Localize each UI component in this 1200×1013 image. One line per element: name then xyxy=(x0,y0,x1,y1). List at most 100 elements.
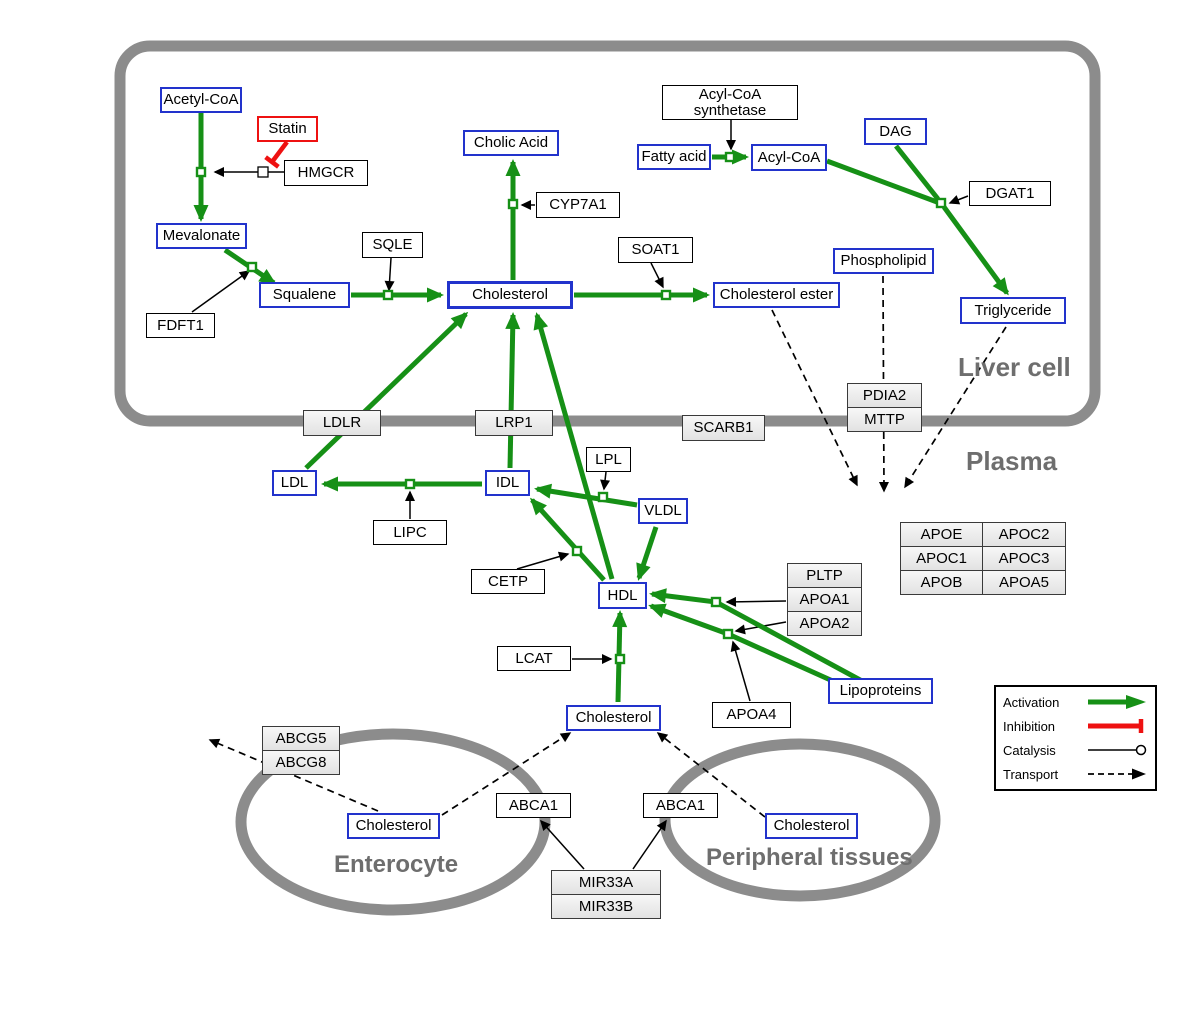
node-fdft1[interactable]: FDFT1 xyxy=(146,313,215,338)
node-cetp[interactable]: CETP xyxy=(471,569,545,594)
node-cholic-acid[interactable]: Cholic Acid xyxy=(463,130,559,156)
edge-cetp-catalysis xyxy=(516,551,570,570)
node-phospholipid[interactable]: Phospholipid xyxy=(833,248,934,274)
legend-transport-label: Transport xyxy=(1003,766,1059,782)
legend-activation-label: Activation xyxy=(1003,694,1060,710)
edge-hdl-idl-cetp xyxy=(529,497,606,582)
node-cholesterol-peripheral[interactable]: Cholesterol xyxy=(765,813,858,839)
node-cholesterol-enterocyte[interactable]: Cholesterol xyxy=(347,813,440,839)
catalysis-circle-icon xyxy=(1088,744,1147,756)
legend-transport-row: Transport xyxy=(996,766,1155,782)
node-vldl[interactable]: VLDL xyxy=(638,498,688,524)
node-mir33b[interactable]: MIR33B xyxy=(551,894,661,919)
node-fatty-acid[interactable]: Fatty acid xyxy=(637,144,711,170)
node-abcg8[interactable]: ABCG8 xyxy=(262,750,340,775)
liver-cell-membrane xyxy=(114,40,1101,427)
node-mttp[interactable]: MTTP xyxy=(847,407,922,432)
node-cholesterol-plasma[interactable]: Cholesterol xyxy=(566,705,661,731)
node-acyl-coa[interactable]: Acyl-CoA xyxy=(751,144,827,171)
legend-inhibition-label: Inhibition xyxy=(1003,718,1056,734)
edge-mir33-abca1-right xyxy=(632,819,667,870)
reaction-nodes xyxy=(195,151,947,665)
node-apoa4[interactable]: APOA4 xyxy=(712,702,791,728)
edge-mir33-abca1-left xyxy=(539,819,585,870)
node-idl[interactable]: IDL xyxy=(485,470,530,496)
node-lpl[interactable]: LPL xyxy=(586,447,631,472)
edge-triglyceride-secretion xyxy=(904,326,1007,489)
node-pdia2[interactable]: PDIA2 xyxy=(847,383,922,408)
node-triglyceride[interactable]: Triglyceride xyxy=(960,297,1066,324)
edge-fdft1-catalysis xyxy=(191,270,251,313)
node-hmgcr[interactable]: HMGCR xyxy=(284,160,368,186)
node-abca1-enterocyte[interactable]: ABCA1 xyxy=(496,793,571,818)
node-acyl-coa-synthetase[interactable]: Acyl-CoA synthetase xyxy=(662,85,798,120)
statin-inhibition-tbar xyxy=(264,155,280,169)
legend-catalysis-row: Catalysis xyxy=(996,742,1155,758)
legend: Activation Inhibition Catalysis Transpor… xyxy=(994,685,1157,791)
node-lipoproteins[interactable]: Lipoproteins xyxy=(828,678,933,704)
edge-peripheral-abca1-efflux xyxy=(656,732,766,818)
transport-edges xyxy=(208,275,1007,818)
node-cholesterol-liver[interactable]: Cholesterol xyxy=(447,281,573,309)
node-scarb1[interactable]: SCARB1 xyxy=(682,415,765,441)
node-statin[interactable]: Statin xyxy=(257,116,318,142)
node-cholesterol-ester[interactable]: Cholesterol ester xyxy=(713,282,840,308)
node-ldlr[interactable]: LDLR xyxy=(303,410,381,436)
node-dag[interactable]: DAG xyxy=(864,118,927,145)
node-apob[interactable]: APOB xyxy=(900,570,983,595)
node-sqle[interactable]: SQLE xyxy=(362,232,423,258)
node-mir33a[interactable]: MIR33A xyxy=(551,870,661,895)
edge-enterocyte-abca1-efflux xyxy=(441,732,572,816)
node-lcat[interactable]: LCAT xyxy=(497,646,571,671)
catalysis-edges xyxy=(191,120,969,870)
node-cyp7a1[interactable]: CYP7A1 xyxy=(536,192,620,218)
transport-arrow-icon xyxy=(1088,768,1146,780)
node-lipc[interactable]: LIPC xyxy=(373,520,447,545)
hmgcr-catalysis-marker xyxy=(257,166,269,178)
node-apoc1[interactable]: APOC1 xyxy=(900,546,983,571)
node-abcg5[interactable]: ABCG5 xyxy=(262,726,340,751)
node-hdl[interactable]: HDL xyxy=(598,582,647,609)
node-lrp1[interactable]: LRP1 xyxy=(475,410,553,436)
edge-cholesterol-abcg-efflux xyxy=(208,738,379,812)
edge-acylcoa-dgat-node xyxy=(826,158,938,205)
node-apoa5[interactable]: APOA5 xyxy=(982,570,1066,595)
edge-hdl-cholesterol-scarb1 xyxy=(533,312,615,580)
edge-dgat-node-triglyceride xyxy=(941,205,1010,296)
node-apoc3[interactable]: APOC3 xyxy=(982,546,1066,571)
edge-cholesterolester-secretion xyxy=(771,309,858,487)
edge-dag-dgat-node xyxy=(894,144,940,201)
node-mevalonate[interactable]: Mevalonate xyxy=(156,223,247,249)
edge-vldl-idl xyxy=(534,483,638,508)
node-acetyl-coa[interactable]: Acetyl-CoA xyxy=(160,87,242,113)
legend-inhibition-row: Inhibition xyxy=(996,718,1155,734)
edge-pltp-apoa-catalysis xyxy=(725,596,787,607)
edge-idl-cholesterol-lrp1 xyxy=(505,312,521,469)
edge-sqle-catalysis xyxy=(384,257,395,292)
edge-statin-inhibition xyxy=(270,140,289,164)
inhibition-edge xyxy=(264,140,289,169)
legend-activation-row: Activation xyxy=(996,694,1155,710)
node-dgat1[interactable]: DGAT1 xyxy=(969,181,1051,206)
legend-catalysis-label: Catalysis xyxy=(1003,742,1056,758)
node-ldl[interactable]: LDL xyxy=(272,470,317,496)
edge-vldl-hdl xyxy=(636,526,659,581)
node-apoa1[interactable]: APOA1 xyxy=(787,587,862,612)
node-abca1-peripheral[interactable]: ABCA1 xyxy=(643,793,718,818)
edge-apoa4-catalysis xyxy=(730,640,751,702)
edge-lpl-catalysis xyxy=(600,471,611,491)
node-apoe[interactable]: APOE xyxy=(900,522,983,547)
edge-ldl-cholesterol-ldlr xyxy=(304,311,469,470)
node-squalene[interactable]: Squalene xyxy=(259,282,350,308)
plasma-label: Plasma xyxy=(966,446,1058,476)
enterocyte-label: Enterocyte xyxy=(334,851,459,878)
inhibition-tbar-icon xyxy=(1088,719,1144,733)
edge-soat1-catalysis xyxy=(650,262,664,289)
node-pltp[interactable]: PLTP xyxy=(787,563,862,588)
peripheral-tissues-label: Peripheral tissues xyxy=(706,844,913,871)
node-apoa2[interactable]: APOA2 xyxy=(787,611,862,636)
node-soat1[interactable]: SOAT1 xyxy=(618,237,693,263)
activation-arrow-icon xyxy=(1088,695,1146,709)
node-apoc2[interactable]: APOC2 xyxy=(982,522,1066,547)
